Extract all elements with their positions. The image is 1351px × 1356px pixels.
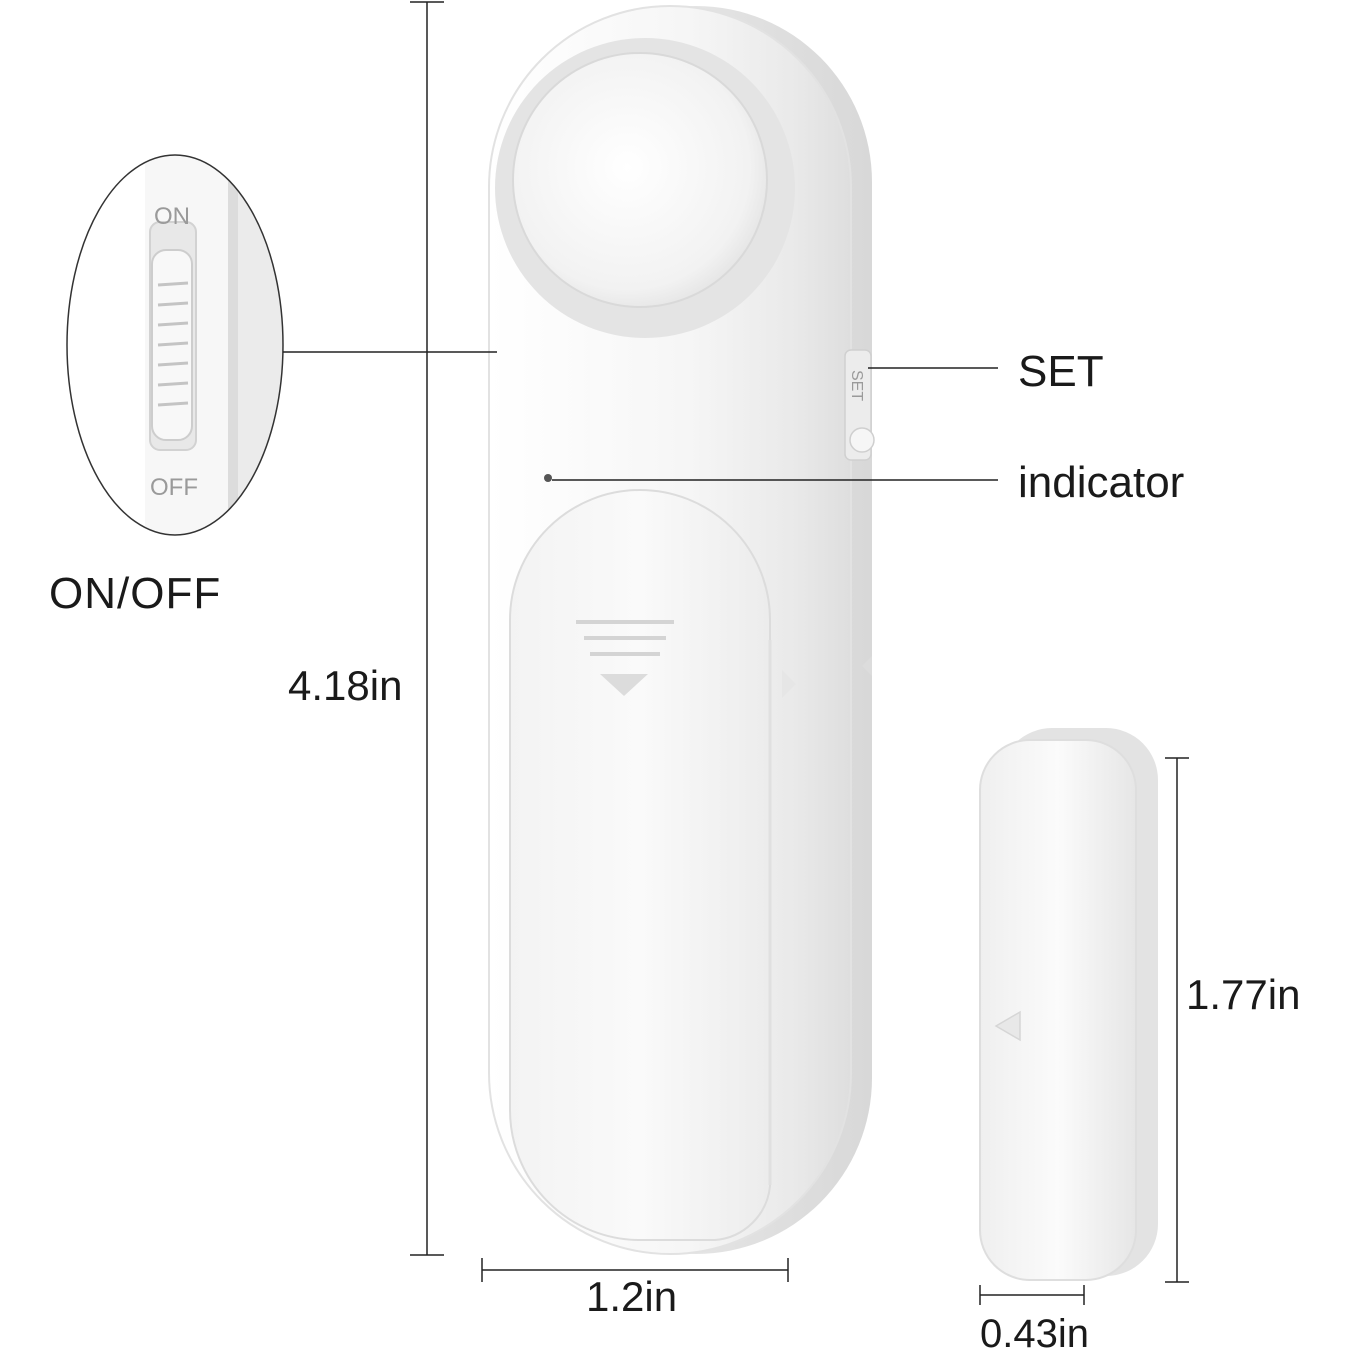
battery-cover [509,489,771,1241]
arrow-down-icon [576,620,674,696]
sensor-height-label: 1.77in [1186,971,1301,1018]
arrow-right-icon [782,670,796,698]
indicator-label: indicator [1018,458,1185,507]
on-off-label: ON/OFF [49,569,222,618]
indicator-light [544,474,552,482]
sensor-width-label: 0.43in [980,1312,1089,1356]
annotation-lines [283,1,1189,1305]
sensor-body [979,739,1137,1281]
switch-off-label: OFF [150,474,198,501]
arrow-left-icon [862,656,872,676]
switch-on-label: ON [154,203,190,230]
main-height-label: 4.18in [288,662,403,709]
magnet-sensor [979,728,1158,1281]
main-alarm-unit: SET [488,5,875,1255]
arrow-left-icon [994,1010,1021,1042]
speaker-grille [512,52,768,308]
switch-zoom: ON OFF [66,154,284,536]
set-button[interactable]: SET [844,349,875,461]
switch-slider[interactable] [151,249,193,441]
set-label: SET [1018,347,1104,396]
set-button-marking: SET [848,370,865,401]
main-width-label: 1.2in [586,1273,678,1320]
